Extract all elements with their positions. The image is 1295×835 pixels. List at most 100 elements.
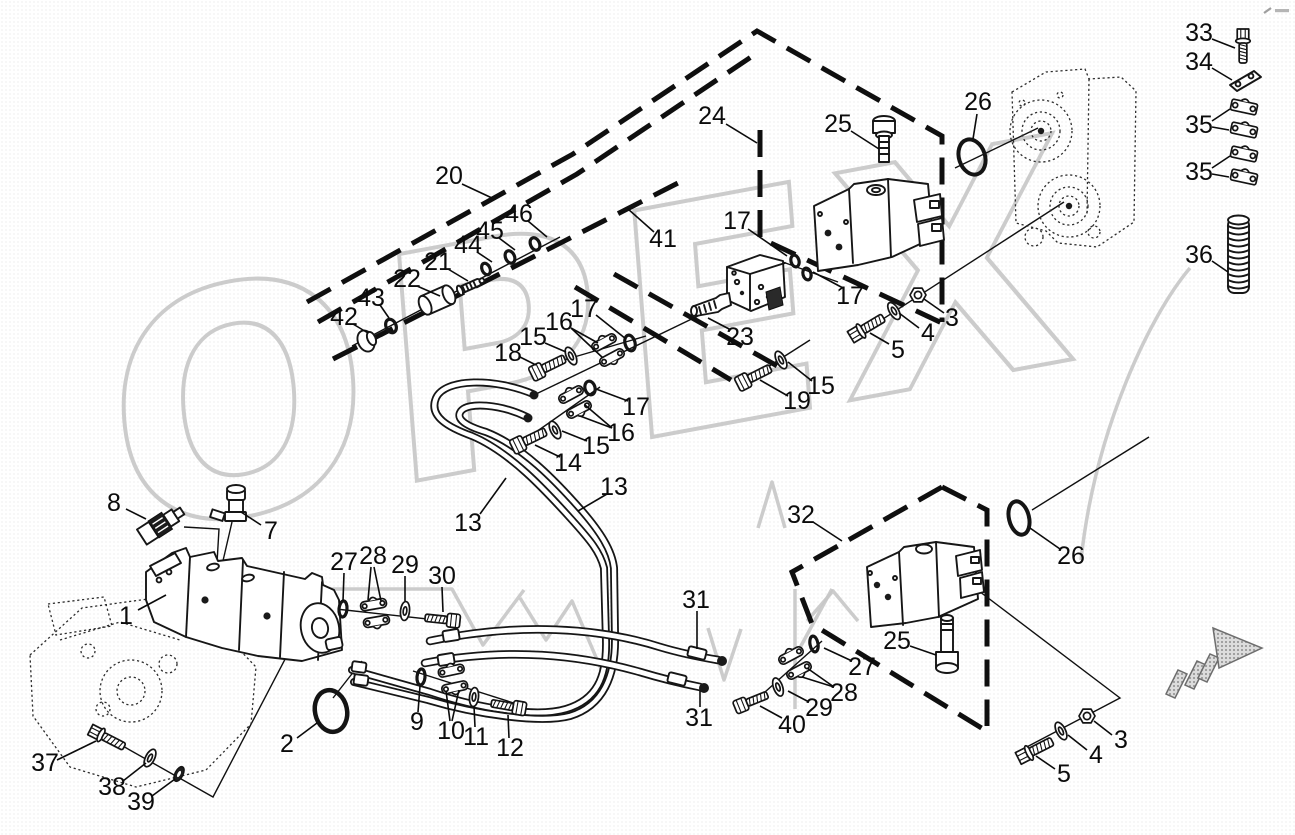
part-number-label: 15 <box>519 323 547 351</box>
washer <box>771 677 785 697</box>
leader-line <box>561 430 588 442</box>
valve-block-item-23 <box>690 254 786 317</box>
valve-insert-item-21 <box>455 277 486 297</box>
o-ring <box>583 379 597 397</box>
nut <box>1078 708 1096 724</box>
o-ring <box>415 667 427 687</box>
unique-small-parts <box>136 70 1262 674</box>
pipe-clamp-pair <box>437 662 469 696</box>
part-number-label: 16 <box>545 308 573 336</box>
watermark-fragments <box>300 266 1192 709</box>
washer <box>564 346 578 366</box>
steel-pipes-13 <box>348 378 620 723</box>
part-number-label: 2 <box>280 730 294 758</box>
leader-line <box>461 183 493 199</box>
part-number-label: 31 <box>682 586 710 614</box>
part-number-label: 11 <box>463 723 489 751</box>
part-number-label: 37 <box>31 749 59 777</box>
leader-line <box>417 685 421 713</box>
leader-line <box>725 123 758 144</box>
leader-line <box>476 251 493 263</box>
part-number-label: 27 <box>330 548 358 576</box>
part-number-label: 23 <box>726 323 754 351</box>
part-number-label: 26 <box>964 88 992 116</box>
part-number-label: 9 <box>410 708 424 736</box>
hardware-parts-layer <box>86 28 1259 783</box>
socket-bolt <box>424 612 462 629</box>
leader-line <box>1211 155 1231 169</box>
leader-line <box>125 508 147 520</box>
o-ring <box>384 317 398 335</box>
leader-line <box>584 404 613 429</box>
part-number-label: 1 <box>119 602 133 630</box>
leader-line <box>759 379 789 397</box>
leader-line <box>1211 67 1233 81</box>
part-number-label: 43 <box>357 284 385 312</box>
part-number-label: 44 <box>454 231 482 259</box>
part-number-label: 10 <box>437 717 465 745</box>
leader-line <box>1067 734 1088 751</box>
washer-dark <box>173 765 185 783</box>
leader-line <box>1211 38 1236 49</box>
part-number-label: 28 <box>830 679 858 707</box>
part-number-label: 17 <box>622 393 650 421</box>
part-number-label: 26 <box>1057 542 1085 570</box>
o-ring <box>528 236 542 252</box>
part-number-label: 4 <box>1089 741 1103 769</box>
part-number-label: 17 <box>723 207 751 235</box>
tandem-pump-item-1 <box>145 547 344 662</box>
leader-line <box>850 130 880 150</box>
leader-line <box>707 317 732 331</box>
clamp-block <box>1229 168 1259 186</box>
leader-line <box>579 415 613 429</box>
leader-line <box>473 705 476 728</box>
leader-line <box>151 778 176 797</box>
leader-line <box>342 572 345 602</box>
part-number-label: 17 <box>570 295 598 323</box>
leader-line <box>812 271 844 289</box>
leader-line <box>1211 108 1231 122</box>
o-ring <box>808 634 820 654</box>
socket-bolt <box>490 699 528 717</box>
leader-line <box>519 356 537 366</box>
dashed-line-41 <box>331 179 682 362</box>
leader-line <box>367 566 372 601</box>
plug-bolt-item-25-top <box>872 115 896 163</box>
part-number-label: 29 <box>391 551 419 579</box>
leader-line <box>352 323 369 334</box>
part-number-label: 28 <box>359 542 387 570</box>
part-number-label: 14 <box>554 449 582 477</box>
hex-bolt <box>1014 737 1055 766</box>
leader-line <box>507 714 510 739</box>
part-number-label: 27 <box>848 653 876 681</box>
washer <box>548 420 562 440</box>
leader-line <box>1029 527 1061 550</box>
leader-line <box>373 566 382 602</box>
part-number-label: 19 <box>783 387 811 415</box>
gear-pump-box-24 <box>813 178 945 272</box>
clamp-plate-item-34 <box>1229 70 1262 92</box>
leader-line <box>445 690 451 722</box>
part-number-label: 12 <box>496 734 524 762</box>
part-number-label: 25 <box>824 110 852 138</box>
part-number-label: 15 <box>582 432 610 460</box>
leader-line <box>1093 720 1113 736</box>
leader-line <box>1035 755 1056 770</box>
dashed-box-32-left <box>788 484 990 735</box>
part-number-label: 16 <box>607 419 635 447</box>
leader-line <box>570 327 604 359</box>
hex-bolt <box>86 723 127 751</box>
dashed-link-b <box>612 271 790 375</box>
valve-inlet-fitting <box>690 292 732 317</box>
washer <box>774 350 788 370</box>
hex-bolt <box>846 313 886 344</box>
hex-bolt <box>1234 28 1252 64</box>
part-number-label: 45 <box>476 217 504 245</box>
leader-line <box>534 444 561 458</box>
o-ring <box>1006 499 1032 537</box>
part-number-label: 40 <box>778 711 806 739</box>
direction-of-travel-arrow <box>1164 626 1264 699</box>
sleeve-item-22 <box>417 284 457 316</box>
